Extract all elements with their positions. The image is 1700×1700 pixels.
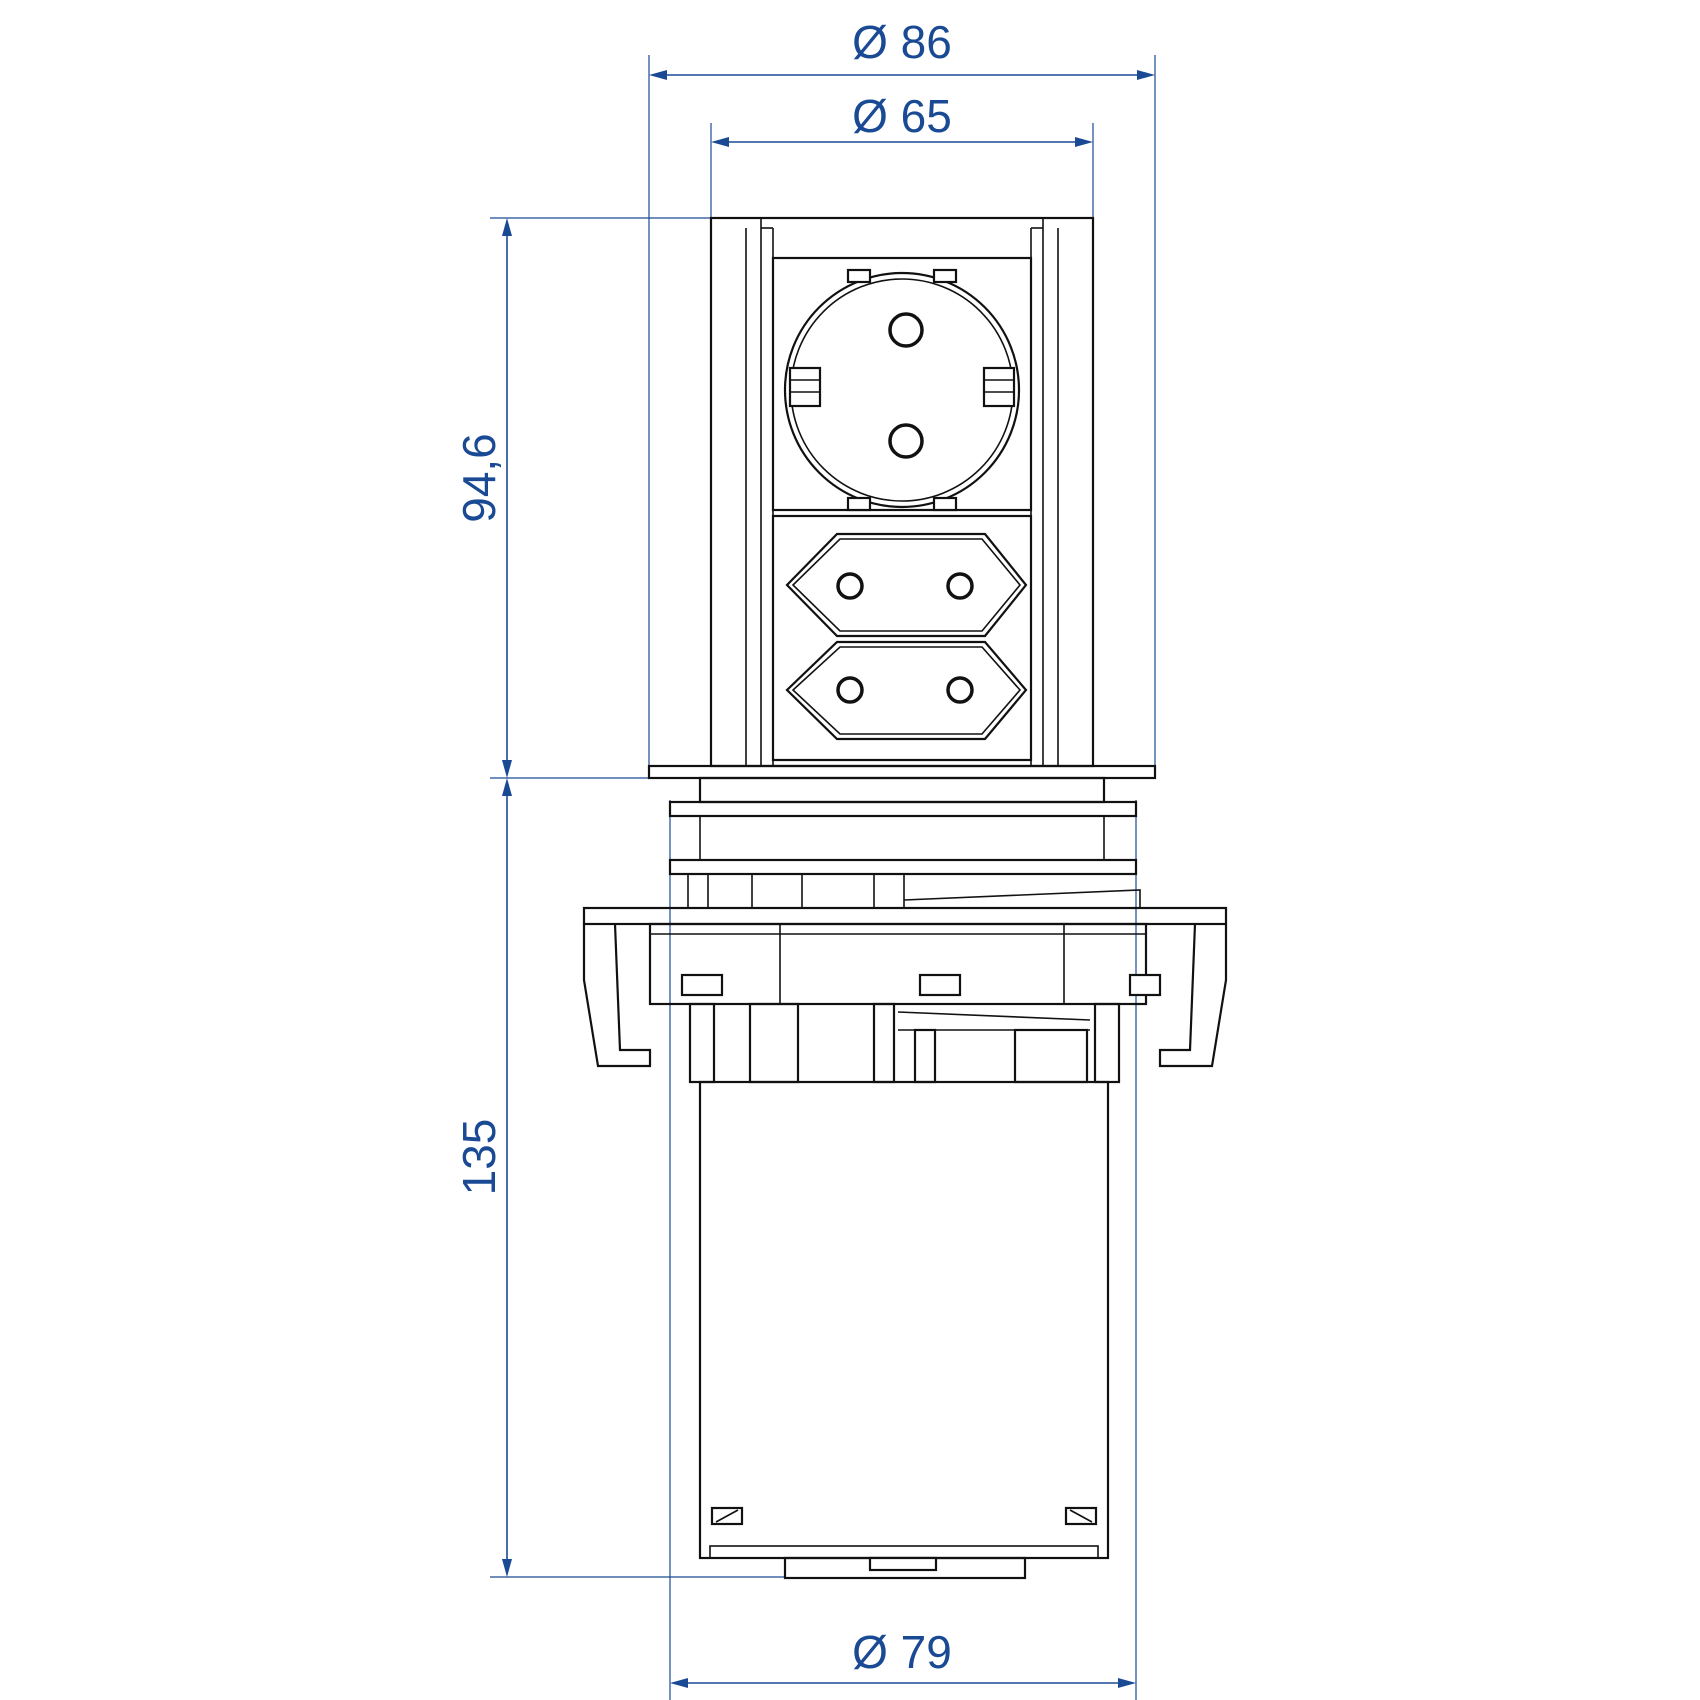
dimension-label-height-135: 135 [453,1119,505,1196]
socket-pin-hole-top [888,312,924,348]
dimension-label-diameter-79: Ø 79 [852,1626,952,1678]
housing-label-right [1064,1506,1098,1526]
euro-socket-lower [785,640,1028,741]
clamp-mechanism [582,873,1228,1084]
socket-pin-hole-bottom [888,423,924,459]
dimension-bottom-diameter: Ø 79 [669,800,1137,1700]
dimension-top-inner-diameter: Ø 65 [710,90,1094,218]
dimension-lower-height: 135 [453,778,785,1578]
dimension-label-diameter-86: Ø 86 [852,16,952,68]
earth-clip-right [982,366,1016,408]
dimension-label-height-94-6: 94,6 [453,433,505,523]
schuko-socket [783,268,1021,512]
dimension-label-diameter-65: Ø 65 [852,90,952,142]
earth-clip-left [788,366,822,408]
dimension-upper-height: 94,6 [453,217,711,779]
socket-tower [709,216,1095,768]
euro-socket-upper [785,532,1028,638]
dimension-top-outer-diameter: Ø 86 [648,16,1156,775]
lower-housing [698,1080,1110,1580]
housing-label-left [710,1506,744,1526]
mounting-flange [647,764,1157,876]
